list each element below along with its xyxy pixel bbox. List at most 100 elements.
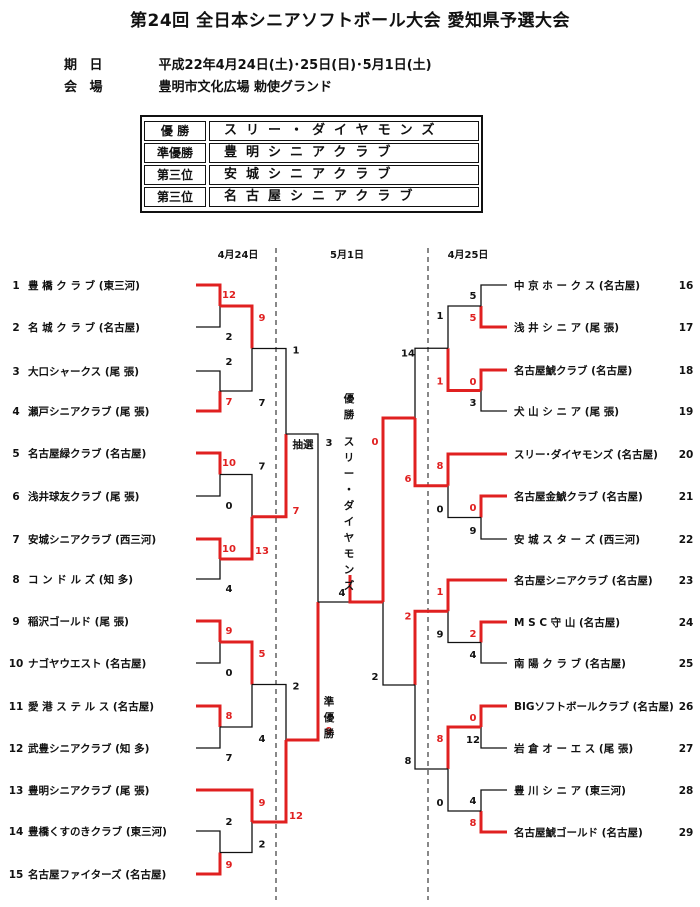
- team-name: 武豊シニアクラブ (知 多): [28, 742, 149, 755]
- winner-path: [196, 619, 222, 642]
- bracket-line: [196, 642, 221, 664]
- score-label: 8: [405, 756, 412, 767]
- score-label: 8: [437, 734, 444, 745]
- team-number: 12: [9, 743, 24, 755]
- svg-text:リ: リ: [344, 452, 355, 464]
- svg-text:優: 優: [343, 392, 355, 405]
- winner-path: [220, 304, 254, 349]
- result-row: 第三位 名古屋シニアクラブ: [144, 187, 479, 207]
- svg-text:モ: モ: [344, 548, 355, 560]
- champion-label: 優勝: [343, 392, 355, 421]
- team-number: 23: [679, 575, 694, 587]
- score-label: 2: [470, 629, 477, 640]
- team-number: 7: [12, 534, 19, 546]
- score-label: 12: [222, 290, 236, 301]
- bracket-line: [220, 822, 253, 854]
- team-name: 名古屋ファイターズ (名古屋): [28, 868, 166, 881]
- result-team: 名古屋シニアクラブ: [209, 187, 479, 207]
- date-label: 期 日: [64, 58, 107, 73]
- team-name: 犬 山 シ ニ ア (尾 張): [513, 405, 619, 418]
- team-name: BIGソフトボールクラブ (名古屋): [514, 700, 674, 713]
- team-number: 11: [9, 701, 24, 713]
- svg-text:勝: 勝: [324, 727, 335, 740]
- svg-text:ダ: ダ: [344, 499, 355, 512]
- winner-path: [252, 740, 288, 824]
- team-name: スリー･ダイヤモンズ (名古屋): [514, 448, 658, 461]
- venue-label: 会 場: [64, 80, 107, 95]
- score-label: 7: [259, 398, 266, 409]
- winner-path: [381, 416, 415, 602]
- score-label: 2: [405, 611, 412, 622]
- score-label: 4: [259, 734, 266, 745]
- team-name: 南 陽 ク ラ ブ (名古屋): [514, 657, 626, 670]
- team-name: ナゴヤウエスト (名古屋): [28, 657, 146, 670]
- date-value: 平成22年4月24日(土)･25日(日)･5月1日(土): [158, 58, 432, 73]
- winner-path: [446, 578, 507, 612]
- bracket-line: [220, 684, 253, 728]
- score-label: 1: [437, 311, 444, 322]
- team-number: 5: [12, 448, 19, 460]
- team-number: 6: [12, 491, 19, 503]
- winner-path: [479, 494, 507, 518]
- team-number: 1: [12, 280, 19, 292]
- venue-value: 豊明市文化広場 勅使グランド: [158, 80, 333, 95]
- score-label: 1: [437, 377, 444, 388]
- score-label: 5: [470, 291, 477, 302]
- winner-path: [479, 620, 507, 643]
- svg-text:勝: 勝: [344, 408, 355, 421]
- team-number: 19: [679, 406, 694, 418]
- team-name: 中 京 ホ ー ク ス (名古屋): [514, 279, 640, 292]
- score-label: 7: [226, 397, 233, 408]
- team-number: 27: [679, 743, 694, 755]
- bracket-line: [252, 347, 287, 434]
- score-label: 9: [226, 860, 233, 871]
- winner-path: [196, 788, 254, 822]
- score-label: 8: [437, 461, 444, 472]
- score-label: 9: [437, 630, 444, 641]
- bracket-line: [480, 284, 507, 306]
- score-label: 9: [326, 726, 333, 737]
- score-label: 0: [372, 437, 379, 448]
- team-name: 安 城 ス タ ー ズ (西三河): [514, 533, 640, 546]
- result-rank: 優 勝: [144, 121, 206, 141]
- winner-path: [196, 391, 222, 413]
- svg-text:イ: イ: [344, 516, 355, 528]
- svg-text:準: 準: [324, 695, 335, 708]
- bracket-line: [220, 473, 253, 517]
- winner-path: [196, 451, 222, 475]
- bracket-line: [480, 517, 507, 540]
- svg-text:優: 優: [323, 711, 335, 724]
- lottery-note: 抽選: [293, 438, 314, 451]
- bracket-line: [480, 789, 507, 811]
- winner-path: [196, 704, 222, 727]
- winner-path: [479, 306, 507, 329]
- result-row: 準優勝 豊明シニアクラブ: [144, 143, 479, 163]
- score-label: 10: [222, 544, 236, 555]
- score-label: 10: [222, 458, 236, 469]
- result-row: 優 勝 スリー・ダイヤモンズ: [144, 121, 479, 141]
- winner-path: [196, 283, 222, 306]
- score-label: 7: [226, 753, 233, 764]
- winner-path: [446, 452, 507, 486]
- score-label: 2: [372, 672, 379, 683]
- team-number: 21: [679, 491, 694, 503]
- team-name: 大口シャークス (尾 張): [28, 365, 139, 378]
- team-number: 18: [679, 365, 694, 377]
- winner-path: [348, 575, 383, 604]
- bracket-line: [196, 306, 221, 328]
- team-number: 26: [679, 701, 694, 713]
- winner-path: [413, 418, 448, 488]
- score-label: 4: [339, 588, 346, 599]
- bracket-line: [414, 347, 448, 418]
- team-number: 3: [12, 366, 19, 378]
- score-label: 8: [470, 818, 477, 829]
- result-team: 安城シニアクラブ: [209, 165, 479, 185]
- team-number: 16: [679, 280, 694, 292]
- team-name: 名古屋緑クラブ (名古屋): [28, 447, 146, 460]
- team-number: 25: [679, 658, 694, 670]
- score-label: 2: [293, 682, 300, 693]
- bracket-line: [480, 727, 507, 749]
- team-number: 14: [9, 826, 24, 838]
- svg-text:ス: ス: [344, 436, 355, 448]
